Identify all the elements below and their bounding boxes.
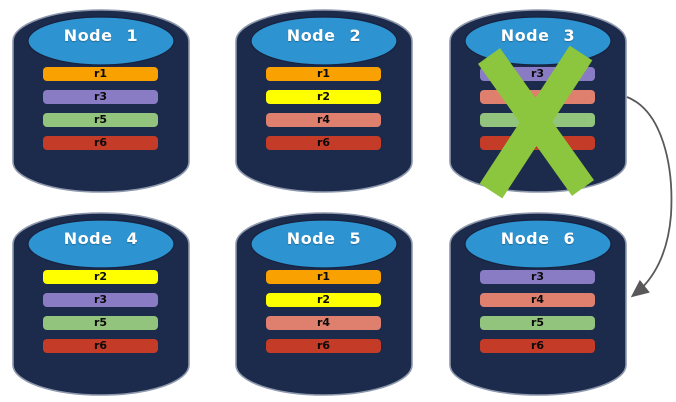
replica-bar: r5: [43, 316, 158, 330]
node-1: Node 1 r1 r3 r5 r6: [11, 6, 191, 196]
replica-bar: r3: [480, 270, 595, 284]
replica-bar: r4: [480, 293, 595, 307]
replica-bar: r6: [266, 136, 381, 150]
node-5: Node 5 r1 r2 r4 r6: [234, 209, 414, 399]
replica-bar: r6: [43, 339, 158, 353]
replica-bar: r4: [266, 316, 381, 330]
node-title: Node 5: [286, 229, 362, 248]
replica-bar: r3: [43, 90, 158, 104]
replica-bar: r6: [266, 339, 381, 353]
replica-bar: r1: [266, 270, 381, 284]
replica-bar: r2: [266, 293, 381, 307]
replica-bar: r2: [43, 270, 158, 284]
replica-bar: r5: [480, 316, 595, 330]
node-title: Node 6: [500, 229, 576, 248]
node-6: Node 6 r3 r4 r5 r6: [448, 209, 628, 399]
failed-node-x-icon: [478, 45, 594, 199]
replica-bar: r1: [43, 67, 158, 81]
replica-bar: r6: [43, 136, 158, 150]
failover-arrow: [626, 96, 673, 298]
replica-bar: r3: [43, 293, 158, 307]
node-title: Node 4: [63, 229, 139, 248]
replica-bar: r2: [266, 90, 381, 104]
node-2: Node 2 r1 r2 r4 r6: [234, 6, 414, 196]
node-title: Node 2: [286, 26, 362, 45]
node-title: Node 1: [63, 26, 139, 45]
replica-bar: r5: [43, 113, 158, 127]
node-4: Node 4 r2 r3 r5 r6: [11, 209, 191, 399]
replica-bar: r6: [480, 339, 595, 353]
replica-bar: r4: [266, 113, 381, 127]
node-title: Node 3: [500, 26, 576, 45]
replica-bar: r1: [266, 67, 381, 81]
